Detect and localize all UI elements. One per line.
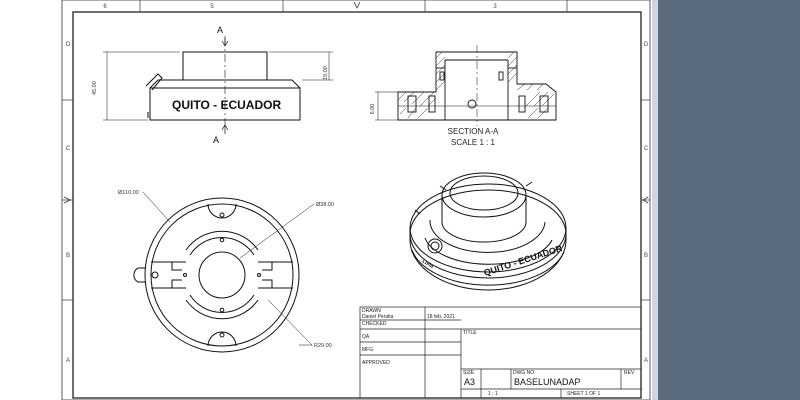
size-label: SIZE (463, 370, 475, 376)
section-marker-top: A (217, 25, 223, 35)
title-block (359, 306, 642, 399)
paper-shadow (652, 0, 658, 400)
dim-depth: 6.00 (370, 104, 376, 115)
drawn-name: Daniel Peralta (362, 314, 394, 320)
checked-label: CHECKED (362, 321, 387, 327)
col-label: B (66, 253, 70, 259)
iso-engraving-small: Luna (421, 259, 435, 270)
col-number: 5 (210, 4, 214, 10)
size-value: A3 (464, 377, 476, 387)
col-label: D (66, 42, 71, 48)
drawn-date: 18 feb. 2021 (427, 314, 455, 320)
col-number: 3 (493, 4, 497, 10)
zone-labels: D C B A D C B A 6 5 3 (66, 4, 649, 364)
col-label: C (66, 146, 71, 152)
dim-height: 45.00 (92, 81, 98, 95)
scale-value: 1 : 1 (488, 391, 498, 397)
col-number: 6 (103, 4, 107, 10)
top-view (133, 191, 315, 353)
title-label: TITLE (463, 330, 477, 336)
section-view-text: SECTION A-A SCALE 1 : 1 6.00 (370, 104, 499, 147)
dwg-label: DWG NO (513, 370, 535, 376)
row-label-right: C (644, 146, 649, 152)
row-label-right: B (644, 253, 648, 259)
dim-boss-height: 19.00 (323, 66, 329, 80)
section-scale: SCALE 1 : 1 (451, 138, 496, 147)
dim-outer-diameter: Ø110.00 (118, 190, 139, 196)
row-label-right: D (644, 42, 649, 48)
center-arrows (63, 1, 649, 204)
rev-label: REV (624, 370, 635, 376)
inner-border (72, 11, 642, 399)
front-view-text: A A QUITO - ECUADOR 45.00 19.00 (92, 25, 329, 145)
dim-radius: R29.00 (314, 343, 332, 349)
engraving-text: QUITO - ECUADOR (172, 98, 281, 112)
dwg-number: BASELUNADAP (514, 377, 581, 387)
qa-label: QA (362, 334, 370, 340)
approved-label: APPROVED (362, 360, 390, 366)
section-marker-bottom: A (213, 135, 219, 145)
sheet-value: SHEET 1 OF 1 (567, 391, 601, 397)
section-title: SECTION A-A (448, 127, 499, 136)
mfg-label: MFG (362, 347, 374, 353)
col-label: A (66, 358, 70, 364)
top-view-text: Ø110.00 Ø38.00 R29.00 (118, 190, 334, 349)
drawn-label: DRAWN (362, 308, 381, 314)
iso-view (409, 172, 567, 291)
dim-inner-diameter: Ø38.00 (316, 202, 334, 208)
paper (0, 0, 652, 400)
section-view (375, 45, 557, 126)
front-view (103, 36, 333, 134)
row-label-right: A (644, 358, 648, 364)
